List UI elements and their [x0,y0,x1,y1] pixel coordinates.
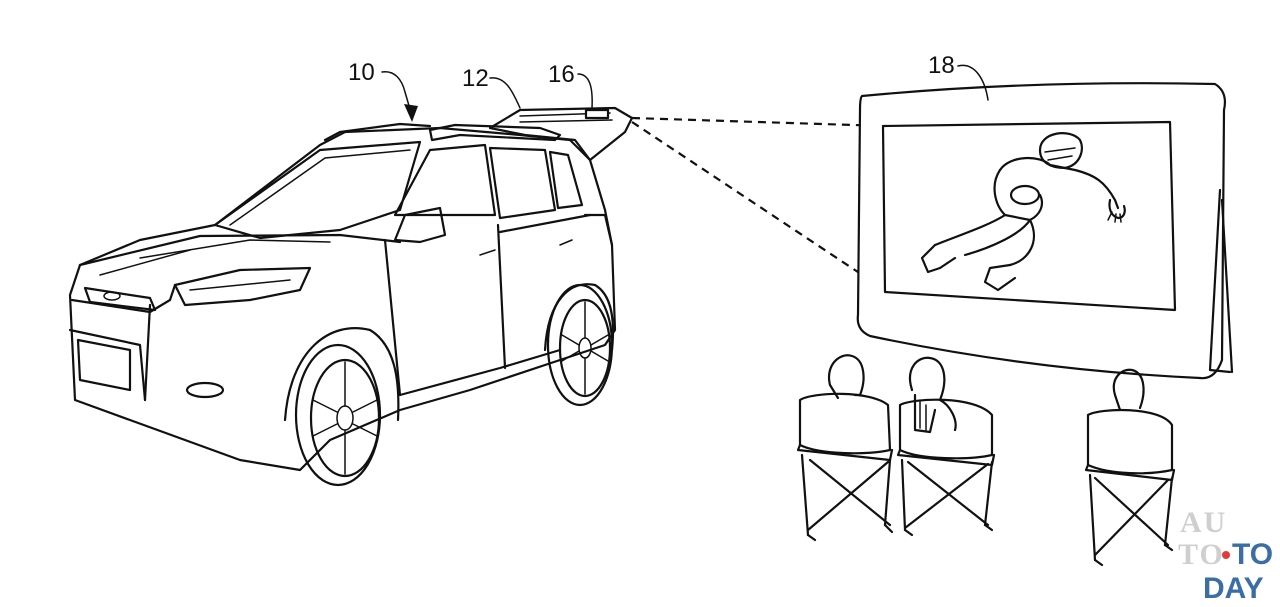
watermark-line1: AU [1180,506,1227,539]
projector [584,108,610,120]
projection-screen [856,82,1234,380]
label-liftgate: 12 [462,65,521,109]
watermark-line2a: TO [1178,538,1225,571]
watermark-dot-icon [1222,551,1230,559]
label-projector-text: 16 [548,61,575,88]
label-screen: 18 [928,52,989,101]
watermark-line3: DAY [1203,572,1264,605]
label-projector: 16 [548,61,593,109]
football-player-image [920,132,1126,292]
label-vehicle: 10 [348,59,418,122]
label-liftgate-text: 12 [462,65,489,92]
label-screen-text: 18 [928,52,955,79]
watermark-line2b: TO [1232,538,1273,571]
arrowhead-icon [404,104,418,122]
vehicle-suv [68,122,617,487]
viewer-center [896,356,996,537]
viewer-right [1084,368,1176,567]
viewer-left [796,354,894,542]
watermark-logo: AU TO TO DAY [1178,506,1273,605]
label-vehicle-text: 10 [348,59,375,86]
projection-beam [631,116,886,291]
